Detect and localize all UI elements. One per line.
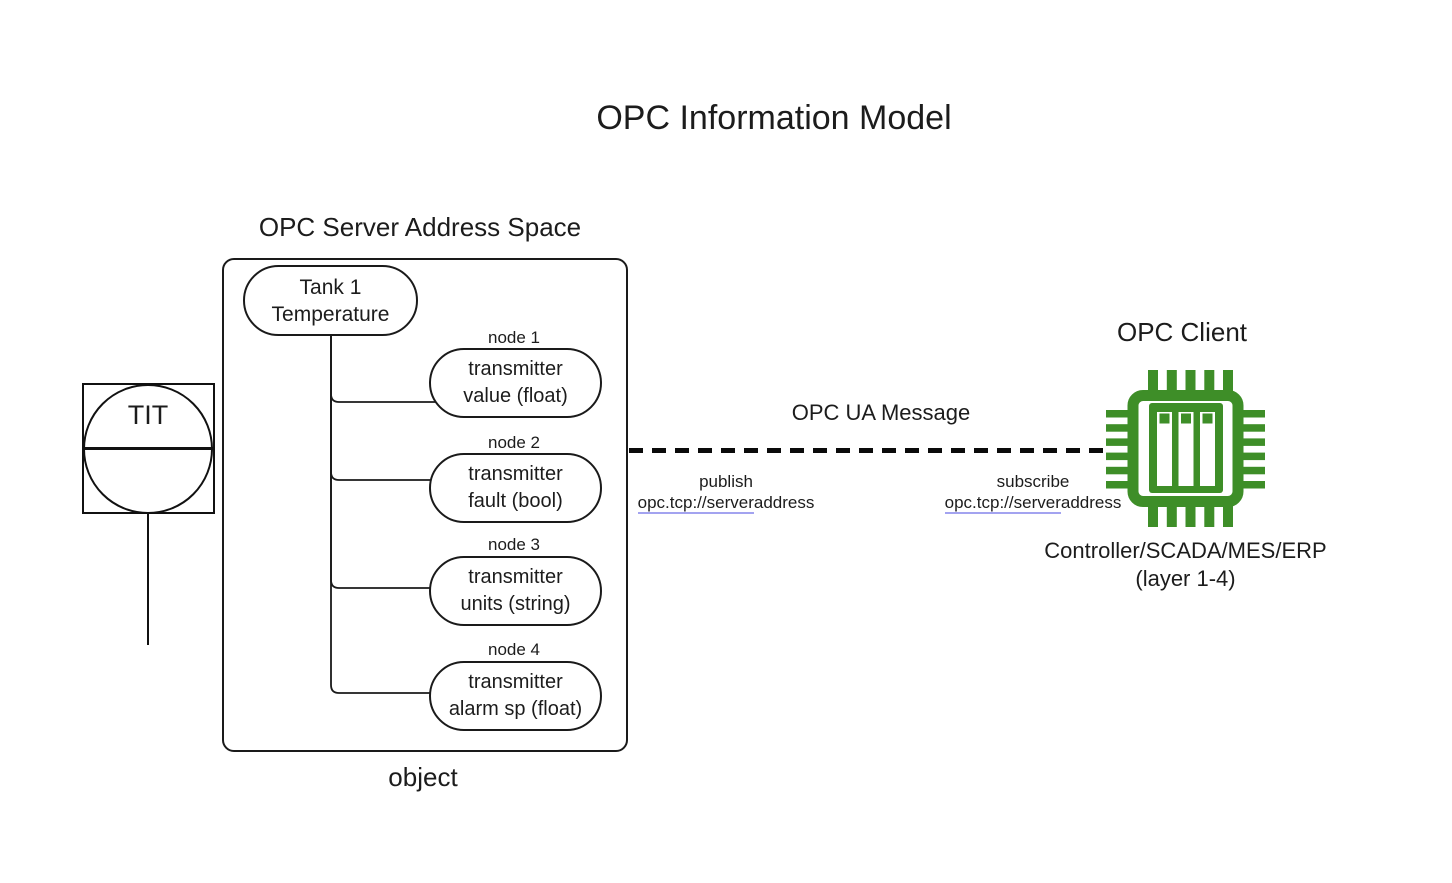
- node-connector-tree: [330, 334, 436, 694]
- page-title: OPC Information Model: [596, 99, 952, 137]
- node-3-capsule: transmitter units (string): [429, 556, 602, 626]
- subscribe-action-label: subscribe: [996, 472, 1070, 491]
- cpu-chip-icon: [1106, 370, 1265, 527]
- connector-node-1: [330, 334, 436, 403]
- publish-address-link[interactable]: opc.tcp://server: [637, 493, 754, 514]
- node-2-label: node 2: [488, 433, 540, 452]
- opc-client-heading: OPC Client: [1116, 317, 1248, 347]
- node-2-text: transmitter fault (bool): [468, 463, 563, 512]
- client-caption-line1: Controller/SCADA/MES/ERP: [1044, 538, 1327, 563]
- connector-node-3: [330, 334, 436, 589]
- node-4-capsule: transmitter alarm sp (float): [429, 661, 602, 731]
- server-address-space-heading: OPC Server Address Space: [258, 212, 582, 242]
- node-4-text: transmitter alarm sp (float): [448, 671, 583, 720]
- subscribe-address: opc.tcp://serveraddress: [923, 492, 1143, 514]
- object-caption: object: [388, 762, 458, 792]
- opc-ua-message-label: OPC UA Message: [791, 400, 971, 425]
- publish-action-label: publish: [699, 472, 753, 491]
- publish-address: opc.tcp://serveraddress: [616, 492, 836, 514]
- node-3-text: transmitter units (string): [460, 566, 571, 615]
- tank-root-node-capsule: Tank 1 Temperature: [243, 265, 418, 336]
- connector-node-4: [330, 334, 436, 694]
- publish-address-rest: address: [753, 493, 815, 512]
- node-1-label: node 1: [488, 328, 540, 347]
- subscribe-annotation: subscribe opc.tcp://serveraddress: [923, 471, 1143, 514]
- node-4-label: node 4: [488, 640, 540, 659]
- subscribe-address-rest: address: [1060, 493, 1122, 512]
- tit-stem-line: [147, 513, 149, 645]
- subscribe-address-link[interactable]: opc.tcp://server: [944, 493, 1061, 514]
- connector-node-2: [330, 334, 436, 481]
- tit-divider-line: [82, 447, 215, 450]
- client-caption: Controller/SCADA/MES/ERP (layer 1-4): [1008, 537, 1363, 593]
- node-3-label: node 3: [488, 535, 540, 554]
- tank-root-node-text: Tank 1 Temperature: [271, 275, 390, 326]
- publish-annotation: publish opc.tcp://serveraddress: [616, 471, 836, 514]
- client-caption-line2: (layer 1-4): [1135, 566, 1236, 591]
- node-2-capsule: transmitter fault (bool): [429, 453, 602, 523]
- node-1-capsule: transmitter value (float): [429, 348, 602, 418]
- tit-tag-label: TIT: [127, 400, 169, 430]
- server-address-space-box: [222, 258, 628, 752]
- node-1-text: transmitter value (float): [463, 358, 568, 407]
